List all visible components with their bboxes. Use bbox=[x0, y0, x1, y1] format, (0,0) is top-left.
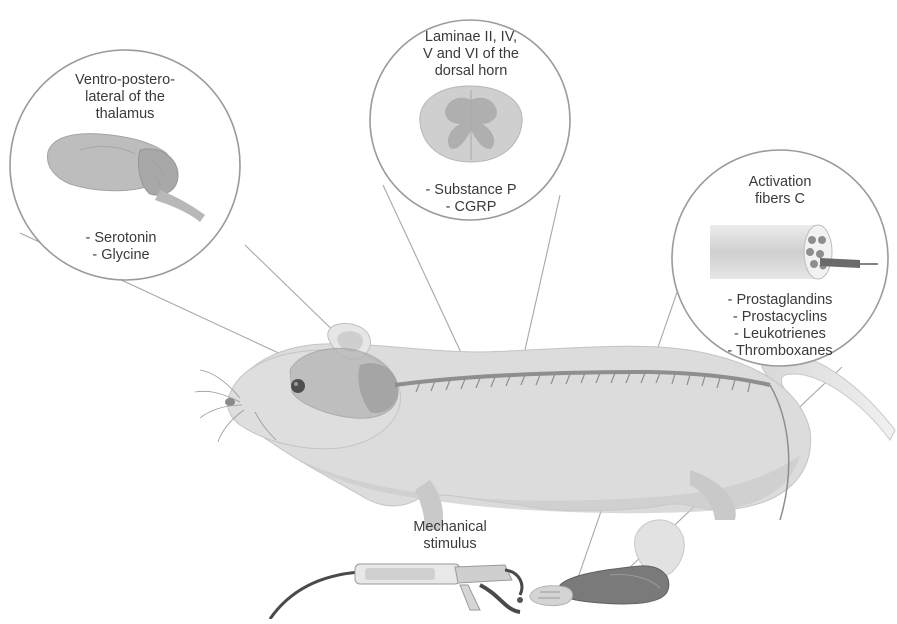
stimulus-line: stimulus bbox=[395, 536, 505, 553]
spinal-callout-items: - Substance P - CGRP bbox=[410, 182, 532, 216]
brain-title-line: Ventro-postero- bbox=[65, 72, 185, 89]
fiber-item: - Thromboxanes bbox=[705, 343, 855, 360]
fiber-item: - Prostaglandins bbox=[705, 292, 855, 309]
spinal-item: - Substance P bbox=[410, 182, 532, 199]
brain-title-line: thalamus bbox=[65, 106, 185, 123]
hind-paw bbox=[530, 520, 684, 606]
brain-title-line: lateral of the bbox=[65, 89, 185, 106]
fiber-item: - Prostacyclins bbox=[705, 309, 855, 326]
spinal-item: - CGRP bbox=[410, 199, 532, 216]
mouse-eye bbox=[291, 379, 305, 393]
spinal-title-line: V and VI of the bbox=[408, 46, 534, 63]
spinal-cross-section-icon bbox=[420, 86, 522, 162]
fiber-callout-title: Activation fibers C bbox=[725, 174, 835, 208]
stimulus-line: Mechanical bbox=[395, 519, 505, 536]
stimulus-label: Mechanical stimulus bbox=[395, 519, 505, 553]
brain-item: - Serotonin bbox=[66, 230, 176, 247]
von-frey-device bbox=[270, 564, 523, 619]
brain-item: - Glycine bbox=[66, 247, 176, 264]
spinal-title-line: Laminae II, IV, bbox=[408, 29, 534, 46]
brain-callout-items: - Serotonin - Glycine bbox=[66, 230, 176, 264]
fiber-item: - Leukotrienes bbox=[705, 326, 855, 343]
spinal-title-line: dorsal horn bbox=[408, 63, 534, 80]
spinal-callout-title: Laminae II, IV, V and VI of the dorsal h… bbox=[408, 29, 534, 80]
fiber-callout-items: - Prostaglandins - Prostacyclins - Leuko… bbox=[705, 292, 855, 360]
fiber-title-line: fibers C bbox=[725, 191, 835, 208]
brain-callout-title: Ventro-postero- lateral of the thalamus bbox=[65, 72, 185, 123]
fiber-title-line: Activation bbox=[725, 174, 835, 191]
